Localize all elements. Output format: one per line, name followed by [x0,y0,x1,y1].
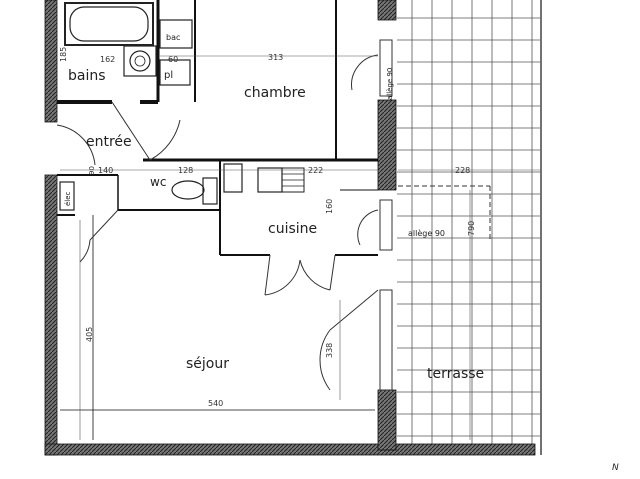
door-swings [56,54,379,391]
room-label-sejour: séjour [186,356,229,372]
exterior-walls [44,0,536,456]
label-placard: pl [164,70,173,81]
dim-162: 162 [100,55,115,64]
dim-60: 60 [168,55,178,64]
dim-405: 405 [85,327,94,342]
room-label-terrasse: terrasse [427,366,484,382]
terrace-railing [398,185,491,240]
toilet-icon [171,177,218,205]
dim-160: 160 [325,199,334,214]
dim-313: 313 [268,53,283,62]
dim-128: 128 [178,166,193,175]
room-label-wc: wc [150,175,166,189]
dim-338: 338 [325,343,334,358]
label-bac: bac [166,33,180,42]
terrace-grid [397,0,540,450]
dim-790: 790 [467,221,476,236]
room-label-bains: bains [68,68,106,84]
dim-228: 228 [455,166,470,175]
window-openings [379,39,393,391]
bathtub-icon [64,2,154,46]
room-label-entree: entrée [86,134,132,150]
room-label-chambre: chambre [244,85,306,101]
electrical-panel [59,181,75,211]
bathroom-fixtures [123,19,193,86]
dim-90: 90 [88,166,96,175]
corner-mark: N [612,463,619,473]
label-elec: élec [64,191,72,206]
interior-walls [57,0,378,440]
room-label-cuisine: cuisine [268,221,317,237]
label-allege-horizontal: allège 90 [408,228,445,238]
label-allege-vertical: allège 90 [386,68,394,100]
dim-140: 140 [98,166,113,175]
dimension-lines [60,55,540,440]
kitchen-fixtures [223,163,305,193]
dim-540: 540 [208,399,223,408]
dim-222: 222 [308,166,323,175]
dim-185: 185 [59,47,68,62]
